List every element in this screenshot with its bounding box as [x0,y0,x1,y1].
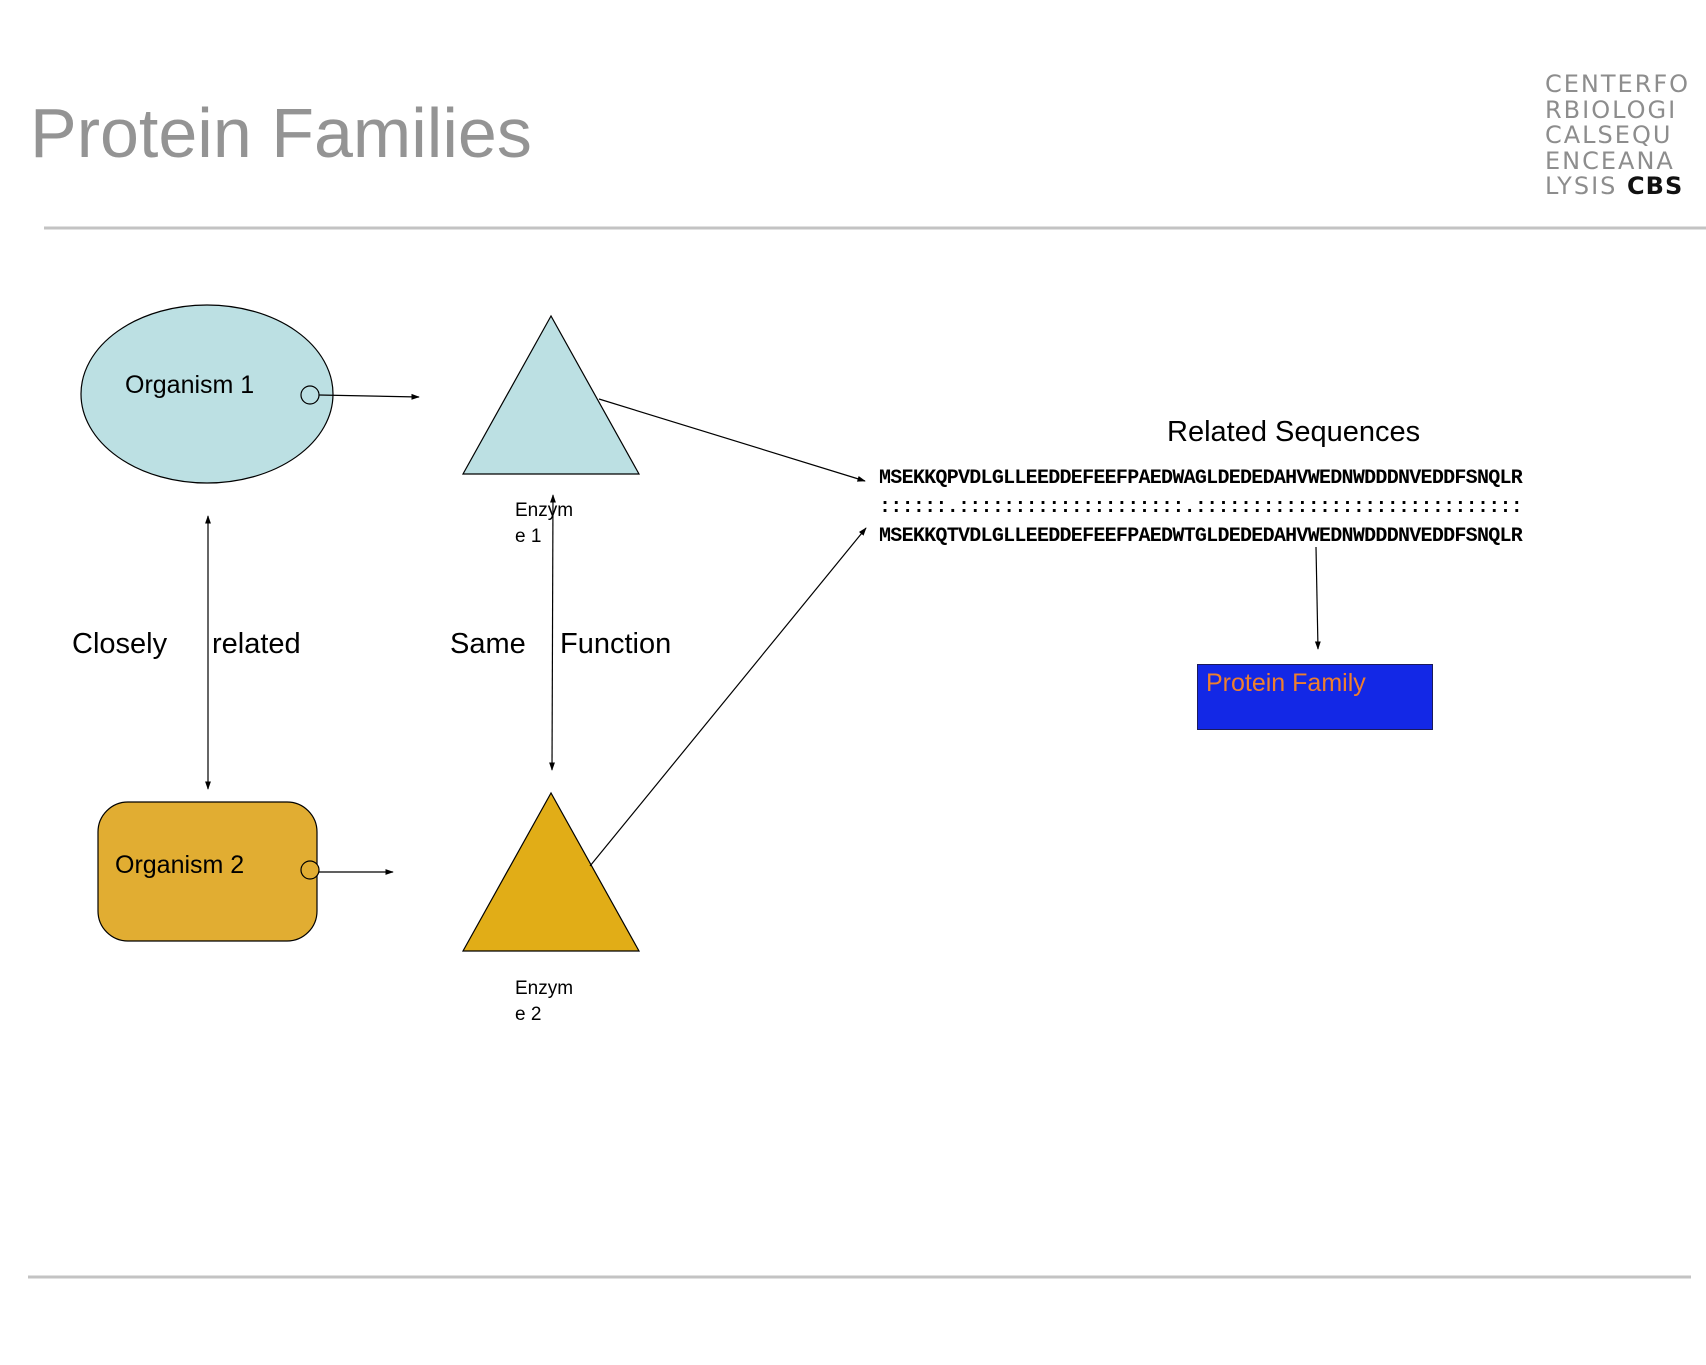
arrow-sequence-to-family [1314,546,1321,650]
logo-line-5: LYSIS [1545,172,1618,200]
logo-mark: CBS [1627,172,1684,200]
arrow-enzyme-1-to-sequence [598,398,866,482]
enzyme-1-triangle [461,314,641,475]
protein-family-box: Protein Family [1197,664,1433,730]
logo-line-1: CENTERFO [1545,70,1691,98]
sequence-2: MSEKKQTVDLGLLEEDDEFEEFPAEDWTGLDEDEDAHVWE… [879,525,1523,548]
organism-1-ellipse [80,304,334,484]
sequence-1: MSEKKQPVDLGLLEEDDEFEEFPAEDWAGLDEDEDAHVWE… [879,467,1523,490]
logo-line-4: ENCEANA [1545,146,1675,175]
protein-family-label: Protein Family [1206,669,1366,697]
closely-label: Closely [72,628,168,660]
function-label: Function [560,628,672,660]
arrow-organism-1-to-enzyme-1 [318,393,420,400]
enzyme-2-label: Enzym e 2 [515,978,574,1025]
related-label: related [212,628,301,660]
arrow-same-function [549,494,556,771]
organism-1-label: Organism 1 [125,371,255,399]
logo-line-2: RBIOLOGI [1545,95,1678,124]
page-title: Protein Families [30,94,532,172]
organism-2-label: Organism 2 [115,851,245,879]
same-label: Same [450,628,526,660]
enzyme-1-label: Enzym e 1 [515,500,574,547]
sequence-match-line: ::::::.::::::::::::::::::::.::::::::::::… [879,496,1523,519]
related-sequences-heading: Related Sequences [1167,416,1421,448]
logo-line-3: CALSEQU [1545,121,1673,149]
organism-2-connector [300,860,320,880]
enzyme-2-triangle [461,791,641,952]
organism-1-connector [300,385,320,405]
cbs-logo: CENTERFO RBIOLOGI CALSEQU ENCEANA LYSIS … [1545,70,1691,200]
arrow-enzyme-2-to-sequence [589,527,867,867]
